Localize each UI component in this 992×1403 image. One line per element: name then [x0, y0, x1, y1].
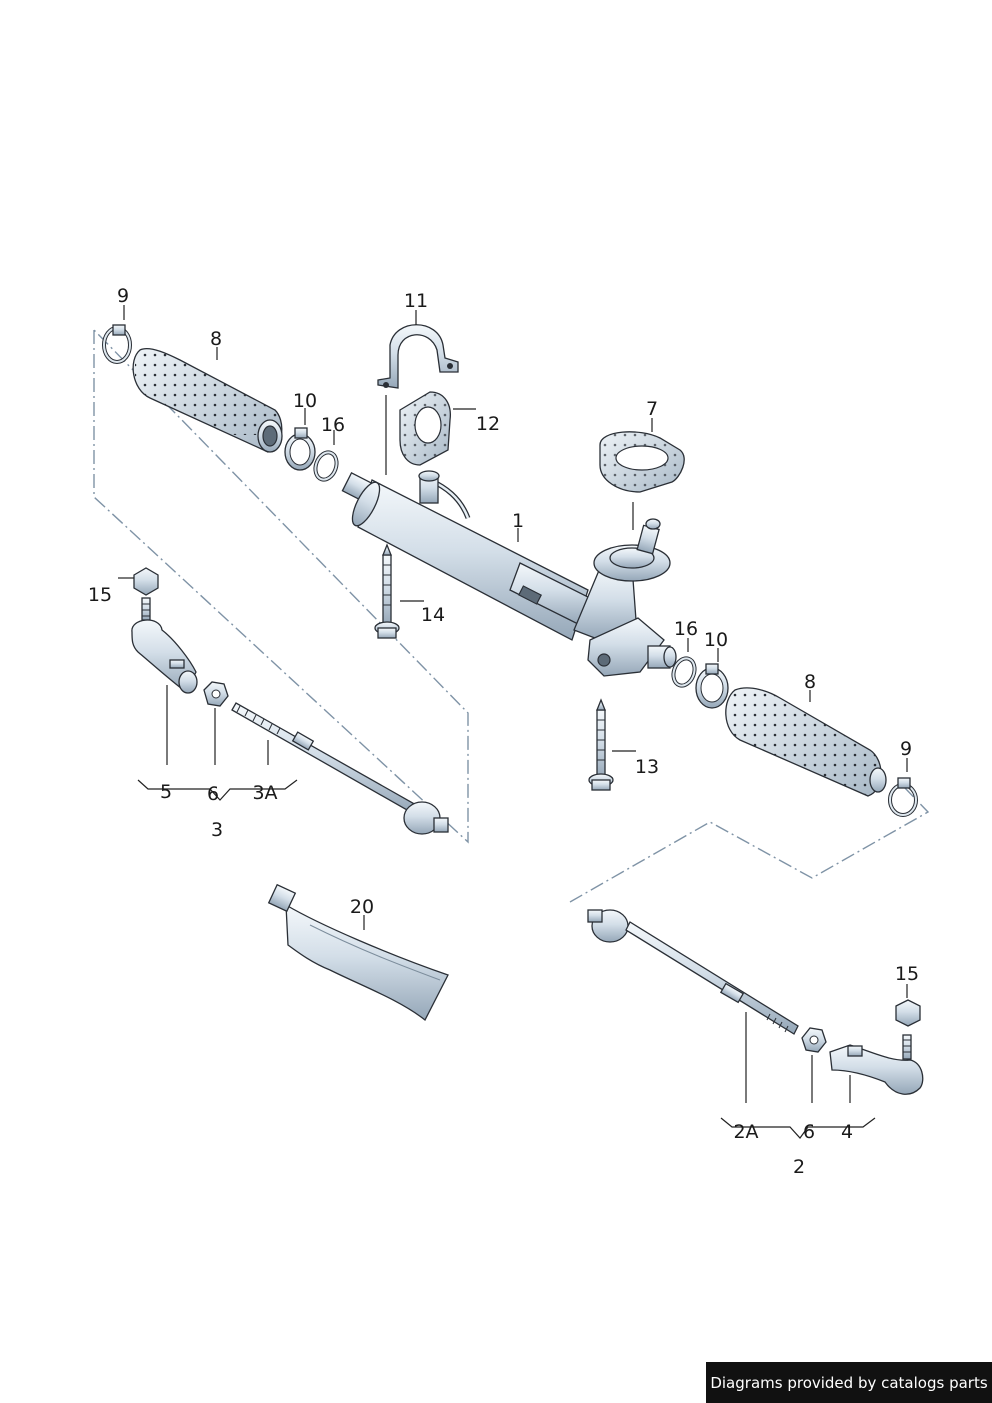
hose-clamp-9-left [102, 324, 132, 364]
rubber-bushing-7 [599, 431, 685, 493]
o-ring-16-left [313, 450, 339, 482]
callout-2a: 2A [733, 1121, 758, 1143]
callout-4: 4 [841, 1121, 853, 1143]
callout-13: 13 [635, 756, 659, 778]
tie-rod-end-4-right [829, 999, 924, 1095]
mounting-clamp-11 [377, 324, 459, 389]
callout-10-upper: 10 [293, 390, 317, 412]
attribution-text: Diagrams provided by catalogs parts [710, 1373, 988, 1392]
rubber-mount-12 [399, 391, 451, 466]
callout-9-upper: 9 [117, 285, 129, 307]
bolt-14 [374, 543, 400, 639]
callout-3: 3 [211, 819, 223, 841]
callout-3a: 3A [252, 782, 277, 804]
callout-labels: 9 8 10 16 11 12 7 1 14 15 16 10 8 13 9 5… [88, 285, 919, 1178]
callout-10-lower: 10 [704, 629, 728, 651]
callout-16-lower: 16 [674, 618, 698, 640]
nut-6-right [801, 1027, 827, 1053]
callout-6-left: 6 [207, 783, 219, 805]
steering-rack-housing [341, 470, 677, 677]
callout-16-upper: 16 [321, 414, 345, 436]
hose-clamp-10-right [695, 663, 729, 709]
callout-11: 11 [404, 290, 428, 312]
tie-rod-3a-left [231, 702, 449, 835]
attribution-banner: Diagrams provided by catalogs parts [706, 1362, 992, 1403]
callout-20: 20 [350, 896, 374, 918]
callout-6-right: 6 [803, 1121, 815, 1143]
tie-rod-end-5-left [131, 567, 198, 694]
bellows-boot-left [132, 348, 283, 453]
callout-12: 12 [476, 413, 500, 435]
hose-clamp-9-right [888, 777, 918, 817]
hose-clamp-10-left [284, 427, 316, 471]
callout-15-right: 15 [895, 963, 919, 985]
callout-9-lower: 9 [900, 738, 912, 760]
bellows-boot-right [725, 687, 887, 797]
callout-8-lower: 8 [804, 671, 816, 693]
grease-tube-20 [267, 883, 449, 1022]
tie-rod-2a-right [587, 909, 799, 1035]
o-ring-16-right [671, 656, 697, 688]
callout-15-left: 15 [88, 584, 112, 606]
callout-8-upper: 8 [210, 328, 222, 350]
callout-5: 5 [160, 781, 172, 803]
callout-14: 14 [421, 604, 445, 626]
nut-6-left [203, 681, 229, 707]
leader-lines [118, 305, 908, 1139]
group-3-outline [93, 328, 469, 844]
callout-7: 7 [646, 398, 658, 420]
bolt-13 [588, 698, 614, 791]
callout-2: 2 [793, 1156, 805, 1178]
callout-1: 1 [512, 510, 524, 532]
group-2-outline [569, 787, 930, 903]
